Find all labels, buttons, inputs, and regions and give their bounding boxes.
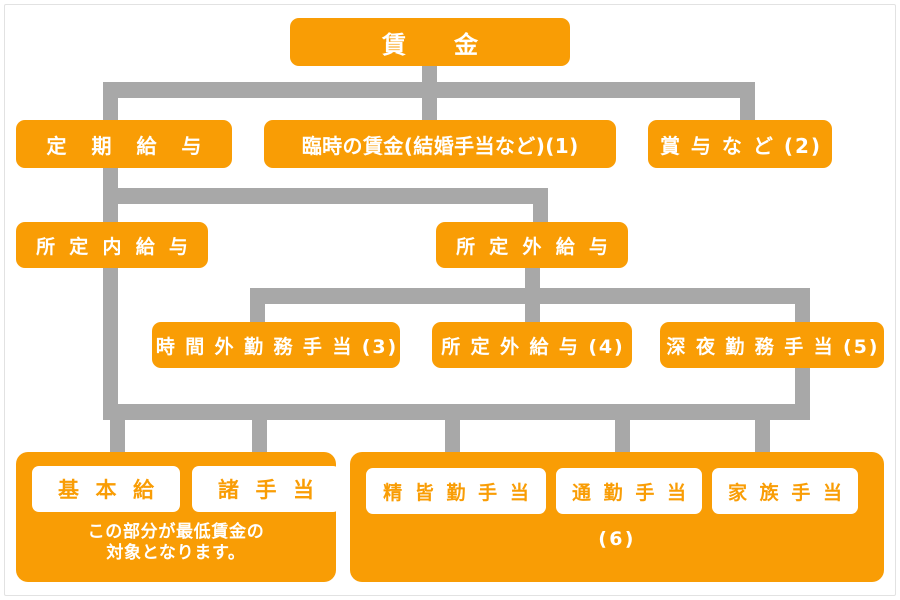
connector-bottom-drop-2 [252, 404, 267, 456]
connector-level2-drop-left [103, 188, 118, 224]
node-base-pay[interactable]: 基 本 給 [32, 466, 180, 512]
node-unscheduled-salary[interactable]: 所 定 外 給 与 [436, 222, 628, 268]
connector-root-stem [422, 62, 437, 86]
connector-level3-drop-center [525, 288, 540, 324]
connector-bottom-drop-3 [445, 404, 460, 456]
node-bonus[interactable]: 賞 与 な ど (2) [648, 120, 832, 168]
node-late-night-allowance[interactable]: 深 夜 勤 務 手 当 (5) [660, 322, 884, 368]
panel-caption-minimum-wage: この部分が最低賃金の 対象となります。 [87, 522, 265, 563]
connector-level1-drop-right [740, 82, 755, 122]
panel-minimum-wage-scope: 基 本 給 諸 手 当 この部分が最低賃金の 対象となります。 [16, 452, 340, 582]
diagram-frame [4, 4, 896, 596]
connector-level2-bus [103, 188, 548, 204]
node-commuting-allowance[interactable]: 通 勤 手 当 [556, 468, 702, 514]
node-regular-salary[interactable]: 定 期 給 与 [16, 120, 232, 168]
connector-level1-drop-left [103, 82, 118, 122]
node-wage-root[interactable]: 賃 金 [290, 18, 570, 66]
node-attendance-allowance[interactable]: 精 皆 勤 手 当 [366, 468, 546, 514]
node-family-allowance[interactable]: 家 族 手 当 [712, 468, 858, 514]
connector-level1-drop-center [422, 82, 437, 122]
node-various-allowances[interactable]: 諸 手 当 [192, 466, 340, 512]
node-unscheduled-salary-4[interactable]: 所 定 外 給 与 (4) [432, 322, 632, 368]
connector-bottom-drop-4 [615, 404, 630, 456]
connector-bottom-drop-5 [755, 404, 770, 456]
connector-level2-drop-right [533, 188, 548, 224]
node-scheduled-salary[interactable]: 所 定 内 給 与 [16, 222, 208, 268]
panel-caption-six: (6) [598, 528, 636, 550]
connector-level3-drop-left [250, 288, 265, 324]
connector-bottom-drop-1 [110, 404, 125, 456]
connector-level3-drop-right [795, 288, 810, 324]
node-temporary-wage[interactable]: 臨時の賃金(結婚手当など)(1) [264, 120, 616, 168]
node-overtime-allowance[interactable]: 時 間 外 勤 務 手 当 (3) [152, 322, 400, 368]
connector-shoteinai-trunk [103, 268, 118, 418]
panel-allowances-group: 精 皆 勤 手 当 通 勤 手 当 家 族 手 当 (6) [350, 452, 884, 582]
